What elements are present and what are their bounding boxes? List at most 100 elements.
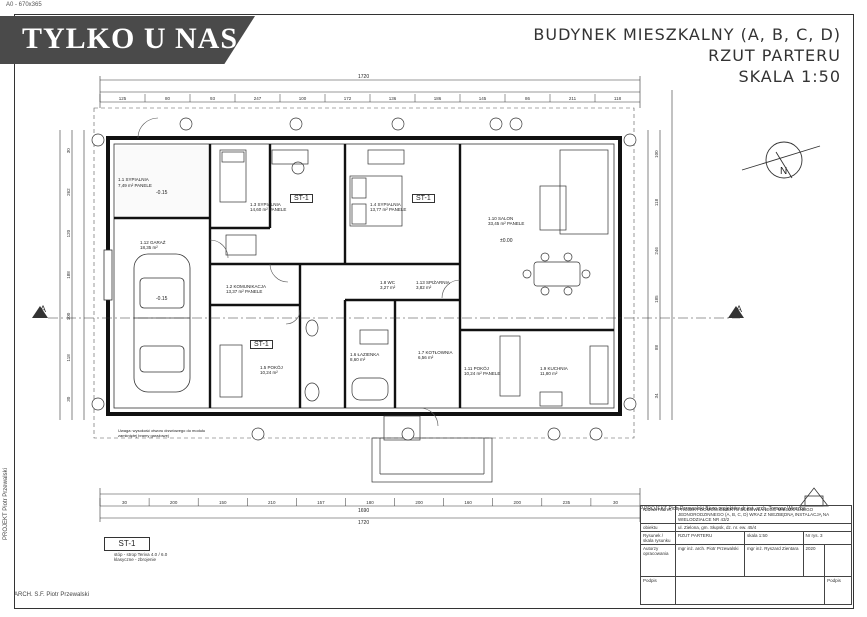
top-dim-segment-2: 93 <box>210 96 216 101</box>
stamp-row3-nr: Nr rys. 3 <box>802 531 853 545</box>
room-label-1-4: 1.4 SYPIALNIA <box>370 202 401 207</box>
right-dim-segment-2: 246 <box>654 247 659 255</box>
stamp-row4-b: mgr inż. Ryszard Zientara <box>743 544 804 577</box>
stamp-row3-left: Rysunek / skala rysunku <box>640 531 676 545</box>
room-area-1-2: 13,37 m² PANELE <box>226 289 263 294</box>
title-stamp: Nazwa i adres PROJEKT DOMÓW OBIEKTU BUDO… <box>640 505 853 605</box>
stamp-row4-date: 2020 <box>802 544 826 577</box>
st1-tag-c: ST-1 <box>250 340 273 349</box>
door-swings <box>137 117 461 427</box>
st1-legend-note: stóp - strop Teriva 4.0 / 6.0 klasyczne … <box>114 552 168 562</box>
room-label-1-9: 1.9 KUCHNIA <box>540 366 568 371</box>
bottom-left-text: ARCH. S.F. Piotr Przewalski <box>14 592 90 598</box>
north-arrow <box>741 141 821 179</box>
furniture <box>219 149 609 407</box>
right-dimension-lines <box>647 90 673 420</box>
top-dim-segment-4: 100 <box>299 96 307 101</box>
bottom-dim-segment-10: 30 <box>613 500 619 505</box>
room-area-1-5: 10,24 m² <box>260 370 278 375</box>
top-dim-segment-9: 86 <box>525 96 531 101</box>
room-area-1-3: 14,60 m² PANELE <box>250 207 287 212</box>
room-label-1-10: 1.10 SALON <box>488 216 514 221</box>
left-dimension-lines <box>59 130 85 420</box>
level-mark-1: ±0.00 <box>500 238 513 244</box>
right-dim-segment-1: 118 <box>654 198 659 206</box>
side-vertical-text: PROJEKT Piotr Przewalski <box>3 468 9 540</box>
stamp-row4-a: mgr inż. arch. Piotr Przewalski <box>675 544 745 577</box>
bottom-dim-segment-1: 200 <box>170 500 178 505</box>
room-label-1-1: 1.1 SYPIALNIA <box>118 177 149 182</box>
room-label-1-8: 1.8 WC <box>380 280 396 285</box>
room-label-1-6: 1.6 ŁAZIENKA <box>350 352 380 357</box>
bottom-dim-segment-9: 235 <box>563 500 571 505</box>
stamp-row5-left: Podpis <box>640 576 676 605</box>
garage-door <box>103 249 113 301</box>
room-label-1-5: 1.5 POKÓJ <box>260 365 283 370</box>
right-dim-segment-3: 185 <box>654 295 659 303</box>
bottom-dimension-lines <box>99 488 641 522</box>
room-area-1-4: 13,77 m² PANELE <box>370 207 407 212</box>
stamp-row1-left: Nazwa i adres <box>640 505 676 524</box>
outer-walls-inner-line <box>113 143 615 409</box>
garage-note: Uwaga: wysokość otworu drzwiowego do mod… <box>118 428 206 438</box>
section-mark-left: A <box>40 304 47 314</box>
room-area-1-13: 3,82 m² <box>416 285 432 290</box>
stamp-row2-right: ul. Zielona, gm. Słupsk, dz. nr. ew. 45/… <box>675 523 852 532</box>
room-area-1-12: 18,35 m² <box>140 245 158 250</box>
bottom-dim-segment-8: 200 <box>514 500 522 505</box>
title-line-3: SKALA 1:50 <box>738 67 841 86</box>
bottom-dim-segment-5: 180 <box>366 500 374 505</box>
room-area-1-8: 3,27 m² <box>380 285 396 290</box>
left-dim-segment-4: 100 <box>66 312 71 320</box>
drawing-frame <box>14 14 854 609</box>
sheet-code: A0 - 670x365 <box>6 2 42 8</box>
top-dim-segment-8: 145 <box>479 96 487 101</box>
room-area-1-9: 11,80 m² <box>540 371 558 376</box>
left-dim-segment-6: 30 <box>66 396 71 402</box>
title-line-1: BUDYNEK MIESZKALNY (A, B, C, D) <box>533 25 841 44</box>
top-dim-segment-5: 172 <box>344 96 352 101</box>
top-dim-segment-3: 247 <box>254 96 262 101</box>
room-area-1-7: 6,56 m² <box>418 355 434 360</box>
stamp-row5-blank <box>674 576 826 605</box>
top-total-dim: 1720 <box>358 74 370 80</box>
bottom-dim-segment-3: 210 <box>268 500 276 505</box>
room-area-1-10: 33,45 m² PANELE <box>488 221 525 226</box>
level-mark-2: -0.15 <box>156 190 168 196</box>
bottom-dim-segment-6: 200 <box>415 500 423 505</box>
bottom-dim-segment-7: 160 <box>464 500 472 505</box>
room-label-1-12: 1.12 GARAŻ <box>140 240 166 245</box>
title-line-2: RZUT PARTERU <box>708 46 841 65</box>
section-arrows <box>32 306 744 318</box>
bottom-total-dim: 1720 <box>358 520 370 526</box>
room-area-1-11: 10,24 m² PANELE <box>464 371 501 376</box>
left-dim-segment-3: 188 <box>66 271 71 279</box>
bottom-dim-segment-2: 150 <box>219 500 227 505</box>
stamp-row3-mid: RZUT PARTERU <box>675 531 745 545</box>
top-dim-segment-6: 136 <box>389 96 397 101</box>
brand-text: TYLKO U NAS <box>22 22 239 55</box>
stamp-row4-empty <box>824 544 852 577</box>
left-dim-segment-5: 118 <box>66 354 71 362</box>
room-label-1-11: 1.11 POKÓJ <box>464 366 489 371</box>
left-dim-segment-2: 120 <box>66 229 71 237</box>
left-dim-segment-0: 30 <box>66 148 71 154</box>
room-label-1-13: 1.13 SPIŻARNIA <box>416 280 450 285</box>
st1-tag-a: ST-1 <box>290 194 313 203</box>
room-label-1-2: 1.2 KOMUNIKACJA <box>226 284 267 289</box>
bottom-dim-segment-0: 30 <box>122 500 128 505</box>
stamp-row3-scale: skala 1:50 <box>743 531 804 545</box>
axis-bubbles <box>91 117 637 441</box>
top-dim-segment-0: 125 <box>119 96 127 101</box>
level-mark-3: -0.15 <box>156 296 168 302</box>
right-dim-segment-5: 34 <box>654 393 659 399</box>
left-dim-segment-1: 262 <box>66 188 71 196</box>
top-dim-segment-11: 118 <box>614 96 622 101</box>
room-fills <box>116 146 208 216</box>
stamp-row2-left: obiektu <box>640 523 676 532</box>
bottom-dim-segment-4: 157 <box>317 500 325 505</box>
top-dim-segment-1: 80 <box>165 96 171 101</box>
